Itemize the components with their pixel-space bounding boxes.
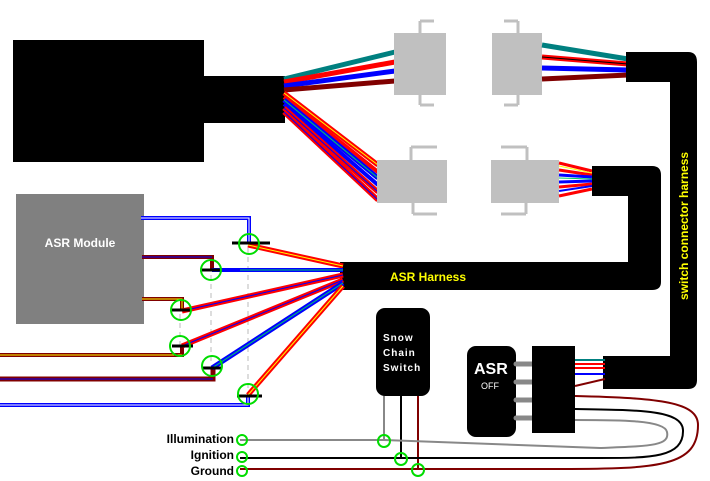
ignition-terminal	[236, 451, 248, 463]
asr-switch[interactable]: ASR OFF	[467, 346, 575, 437]
asr-module: ASR Module	[16, 194, 144, 324]
splice-marker	[170, 299, 192, 321]
asr-switch-harness-wires	[574, 359, 606, 387]
asr-module-label: ASR Module	[45, 236, 116, 250]
snow-chain-switch-label-3: Switch	[383, 363, 421, 374]
splice-marker	[201, 355, 223, 377]
power-line-labels: Illumination Ignition Ground	[167, 432, 425, 478]
main-harness-block	[13, 40, 285, 162]
ground-terminal	[236, 465, 248, 477]
snow-chain-switch-label-1: Snow	[383, 333, 414, 344]
splice-marker	[237, 383, 262, 405]
connector-lower-right	[491, 145, 559, 216]
splice-markers	[169, 233, 270, 405]
upper-wire-bundle-right	[541, 42, 629, 82]
ground-label: Ground	[191, 464, 234, 478]
illumination-splice	[377, 434, 391, 448]
snow-chain-switch-label-2: Chain	[383, 348, 416, 359]
asr-switch-state: OFF	[481, 381, 499, 391]
module-wires	[141, 216, 251, 310]
asr-switch-title: ASR	[474, 361, 508, 378]
lower-wire-bundle-right	[558, 161, 593, 198]
power-loop-wires	[240, 395, 700, 470]
ignition-splice	[394, 452, 408, 466]
asr-harness-label: ASR Harness	[390, 270, 466, 284]
splice-marker	[232, 233, 270, 255]
connector-upper-left	[394, 19, 446, 107]
switch-connector-harness: switch connector harness	[603, 52, 697, 389]
asr-harness: ASR Harness	[340, 166, 661, 290]
illumination-terminal	[236, 434, 248, 446]
connector-upper-right	[492, 19, 542, 107]
splice-marker	[169, 335, 193, 357]
lower-wire-bundle-left	[282, 91, 380, 202]
upper-wire-bundle-left	[283, 49, 396, 93]
connector-lower-left	[377, 145, 447, 216]
asr-switch-pins	[513, 361, 536, 421]
splice-marker	[200, 259, 222, 281]
ground-splice	[411, 463, 425, 477]
switch-connector-harness-label: switch connector harness	[677, 152, 691, 300]
harness-feed-wires	[181, 242, 345, 397]
ignition-label: Ignition	[191, 448, 234, 462]
illumination-label: Illumination	[167, 432, 234, 446]
snow-chain-switch[interactable]: Snow Chain Switch	[376, 308, 430, 396]
asr-switch-connector	[532, 346, 575, 433]
